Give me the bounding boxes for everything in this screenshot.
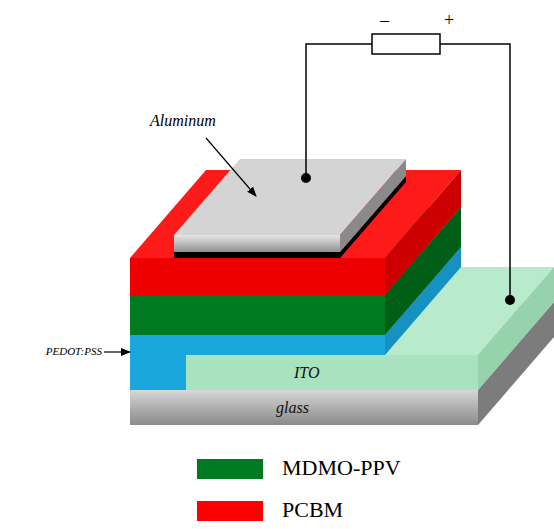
- pcbm-front: [130, 258, 385, 295]
- interlayer-front: [174, 252, 340, 258]
- terminal-sign: –: [380, 10, 389, 31]
- ito-side: [478, 267, 554, 390]
- legend-text: MDMO-PPV: [282, 455, 401, 481]
- layer-face: ITO: [186, 355, 478, 390]
- aluminum-top: [174, 159, 406, 235]
- layer-label: glass: [276, 399, 309, 417]
- contact-dot: [301, 173, 311, 183]
- contact-dot: [505, 295, 515, 305]
- part-label: PEDOT:PSS: [46, 345, 102, 357]
- wire: [306, 44, 372, 178]
- layer-face: glass: [130, 390, 478, 425]
- aluminum-front: [174, 235, 340, 252]
- glass-front: [130, 390, 478, 425]
- pedot-front: [130, 335, 385, 390]
- legend-swatch: [197, 459, 263, 479]
- wire: [440, 44, 510, 300]
- aluminum-side: [340, 159, 406, 252]
- leader-arrow: [104, 351, 130, 352]
- mdmo-front: [130, 295, 385, 335]
- part-label: Aluminum: [150, 112, 216, 130]
- terminal-sign: +: [444, 10, 454, 31]
- resistor-symbol: [372, 34, 440, 54]
- leader-arrow: [206, 138, 256, 196]
- legend-text: PCBM: [282, 497, 343, 523]
- ito-front: [186, 355, 478, 390]
- layer-label: ITO: [294, 364, 320, 382]
- legend-swatch: [197, 501, 263, 521]
